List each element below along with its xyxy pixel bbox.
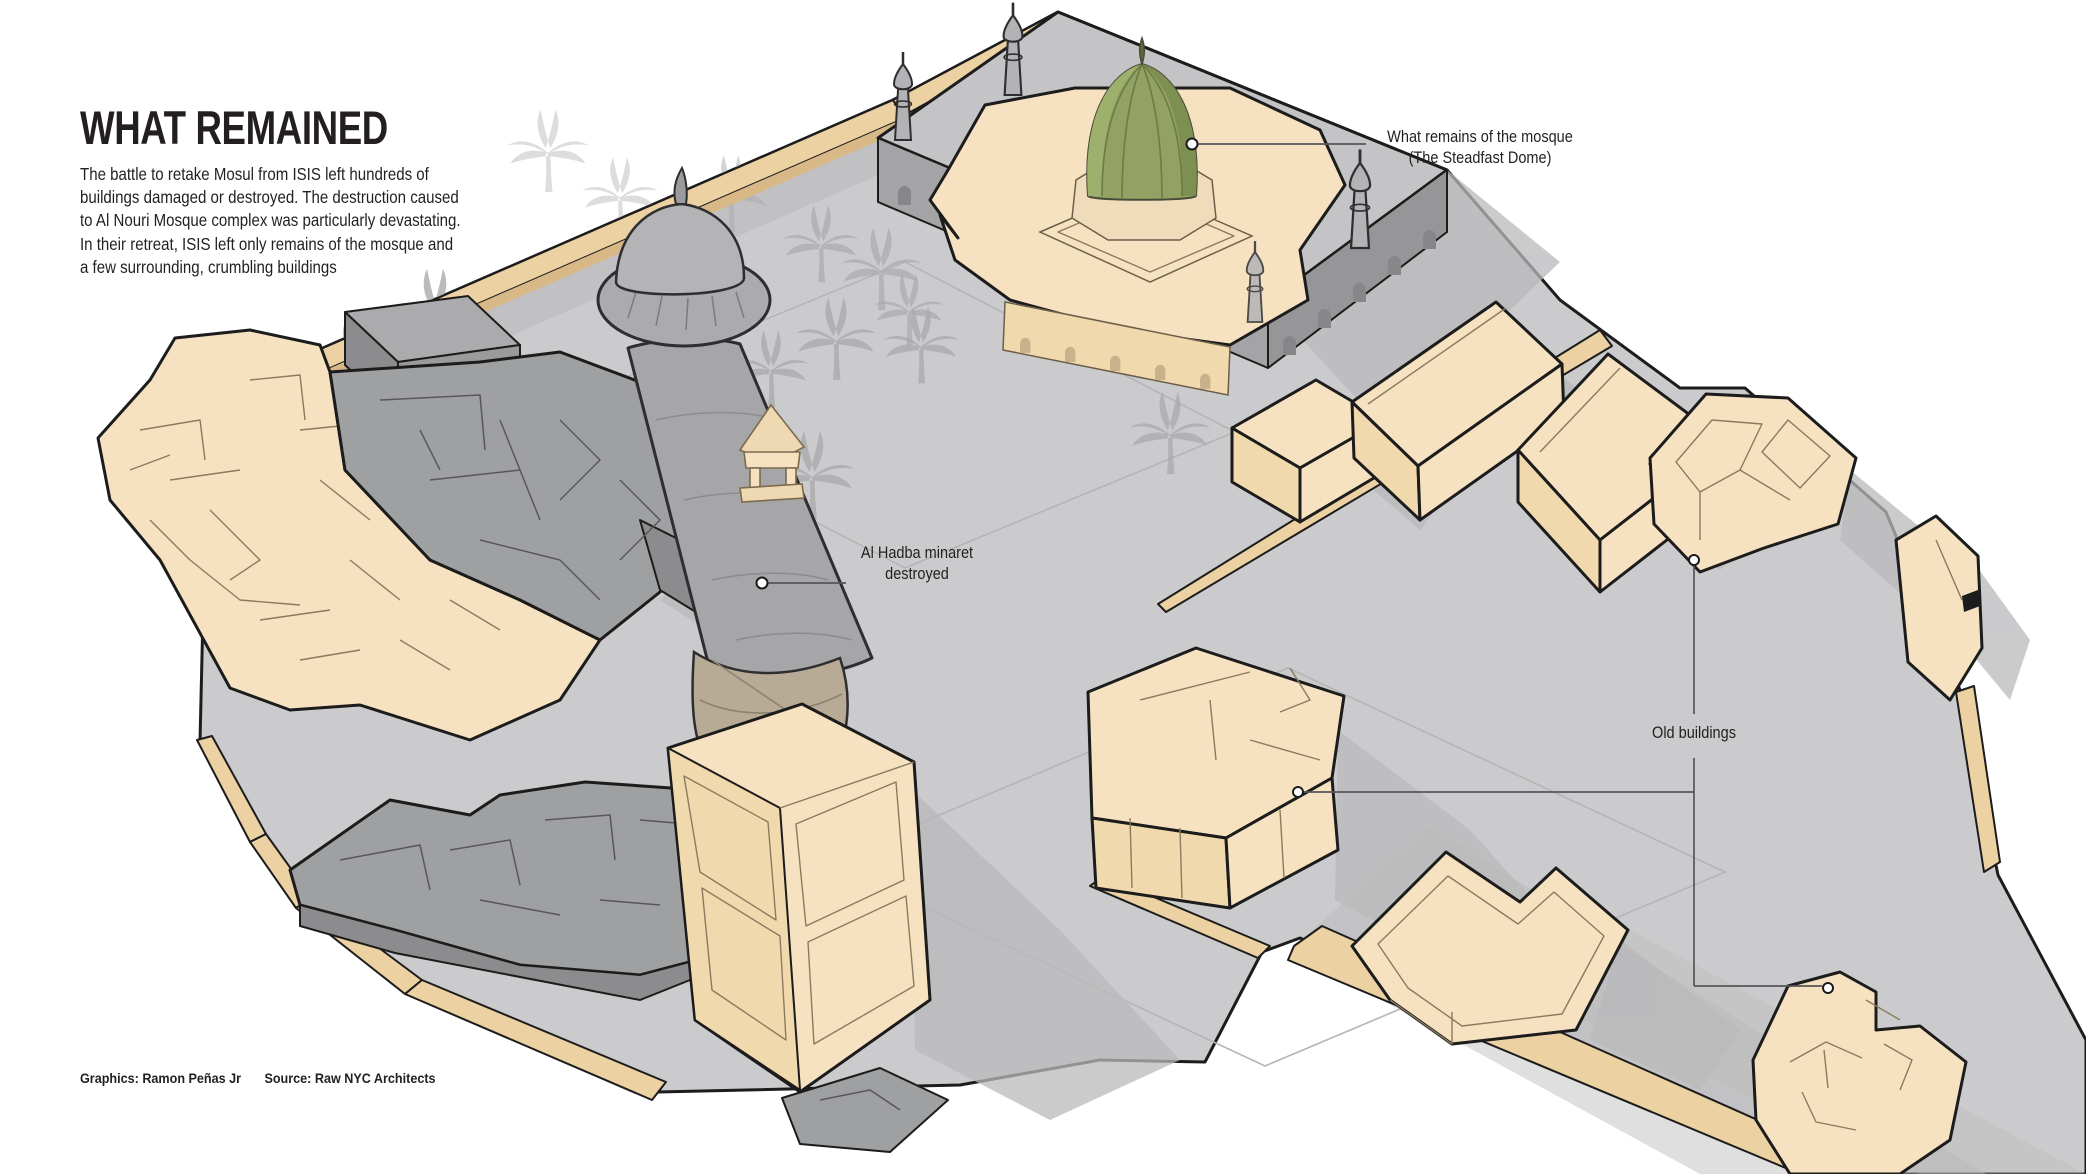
old-building-courtyard <box>1648 392 1858 574</box>
old-buildings-dot-west <box>1292 786 1304 798</box>
doorway-notch <box>1962 590 1980 612</box>
annotation-mosque-line2: (The Steadfast Dome) <box>1408 149 1552 167</box>
credit-graphics: Graphics: Ramon Peñas Jr <box>80 1070 242 1086</box>
rubble-fragment <box>781 1067 949 1153</box>
leader-lines <box>755 137 1834 994</box>
old-buildings-dot-southeast <box>1822 982 1834 994</box>
mosque-minaret-turret <box>1002 1 1024 97</box>
old-building-footprint-southeast <box>1751 970 1968 1174</box>
annotation-minaret-line1: Al Hadba minaret <box>860 544 974 562</box>
annotation-old-buildings: Old buildings <box>1606 723 1782 744</box>
mosque-arcade-southeast <box>1267 169 1448 369</box>
credit-source: Source: Raw NYC Architects <box>264 1070 436 1086</box>
mosque-minaret-turret <box>892 50 914 142</box>
shrine-pavilion <box>738 403 806 503</box>
minaret-base <box>666 702 932 1094</box>
minaret-leader-dot <box>755 576 769 590</box>
dome-finial-icon <box>1138 35 1146 67</box>
credits: Graphics: Ramon Peñas Jr Source: Raw NYC … <box>80 1070 459 1086</box>
intro-paragraph: The battle to retake Mosul from ISIS lef… <box>80 164 461 277</box>
mosque-leader-dot <box>1185 137 1199 151</box>
annotation-minaret-line2: destroyed <box>885 565 949 583</box>
old-building-east-narrow <box>1894 514 1984 702</box>
annotation-minaret: Al Hadba minaret destroyed <box>855 543 980 585</box>
mosque-front-wall <box>1002 301 1231 396</box>
old-building-large-west <box>1086 646 1346 910</box>
old-buildings-group <box>1086 300 1984 1174</box>
old-buildings-dot-top <box>1688 554 1700 566</box>
wall-east-sliver <box>1955 685 2001 873</box>
minaret-cap <box>596 165 772 348</box>
page-title: WHAT REMAINED <box>80 101 388 154</box>
mosque-complex <box>876 1 1449 396</box>
steadfast-dome <box>1086 35 1198 201</box>
annotation-mosque-line1: What remains of the mosque <box>1387 128 1573 146</box>
annotation-old-buildings-label: Old buildings <box>1652 724 1736 742</box>
old-building-chevron <box>1350 850 1630 1046</box>
annotation-mosque: What remains of the mosque (The Steadfas… <box>1382 127 1577 169</box>
